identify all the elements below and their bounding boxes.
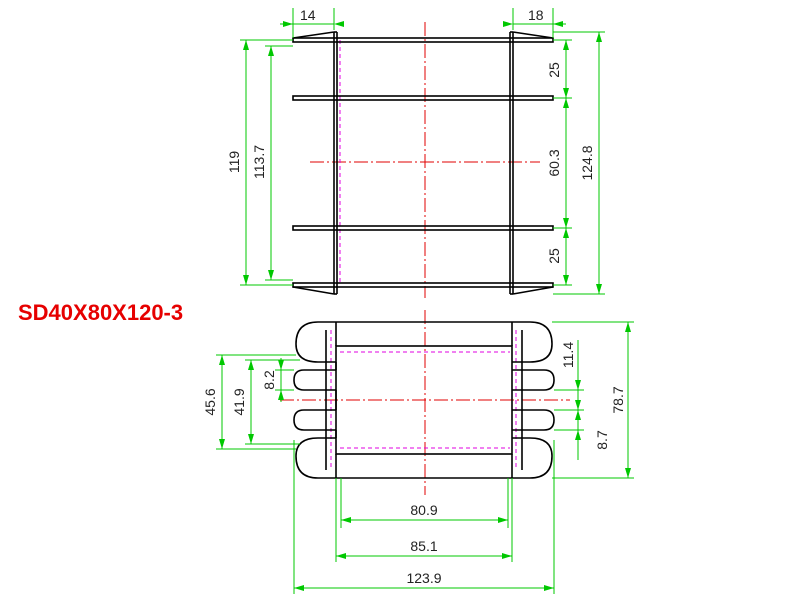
bottom-view-arrowheads (219, 322, 631, 591)
dim-middle-section: 60.3 (546, 149, 562, 176)
dim-slot-right: 8.7 (594, 430, 610, 450)
dim-body-inner: 80.9 (410, 502, 437, 518)
dim-inner-height: 113.7 (251, 145, 267, 179)
dim-body-outer: 85.1 (410, 538, 437, 554)
dim-overall-width: 123.9 (406, 570, 441, 586)
top-view-arrowheads (243, 21, 602, 294)
dim-overall-height-left: 119 (226, 151, 242, 174)
dim-overall-height-right: 124.8 (579, 145, 595, 180)
dim-inner-height-bottom: 41.9 (231, 388, 247, 415)
top-view-body (292, 31, 554, 295)
dim-outer-height: 45.6 (202, 388, 218, 415)
bottom-view-body (293, 321, 555, 479)
dim-flange-left: 14 (300, 7, 316, 23)
dim-pin-pitch: 11.4 (560, 342, 576, 368)
bottom-view-hidden-lines (330, 330, 517, 470)
top-view-centerlines (310, 22, 540, 298)
dim-overall-height-bottom: 78.7 (610, 386, 626, 413)
bottom-view-dimension-lines (216, 321, 634, 594)
dim-top-section: 25 (546, 62, 562, 78)
dim-slot-width: 8.2 (261, 370, 277, 390)
top-view: 14 18 119 113.7 25 60.3 25 124.8 (226, 7, 605, 298)
part-number-label: SD40X80X120-3 (18, 300, 184, 325)
bottom-view: 45.6 41.9 8.2 11.4 8.7 78.7 80.9 85.1 12… (202, 310, 634, 594)
bottom-view-centerlines (280, 310, 570, 495)
dim-flange-right: 18 (528, 7, 544, 23)
dim-bottom-section: 25 (546, 248, 562, 264)
